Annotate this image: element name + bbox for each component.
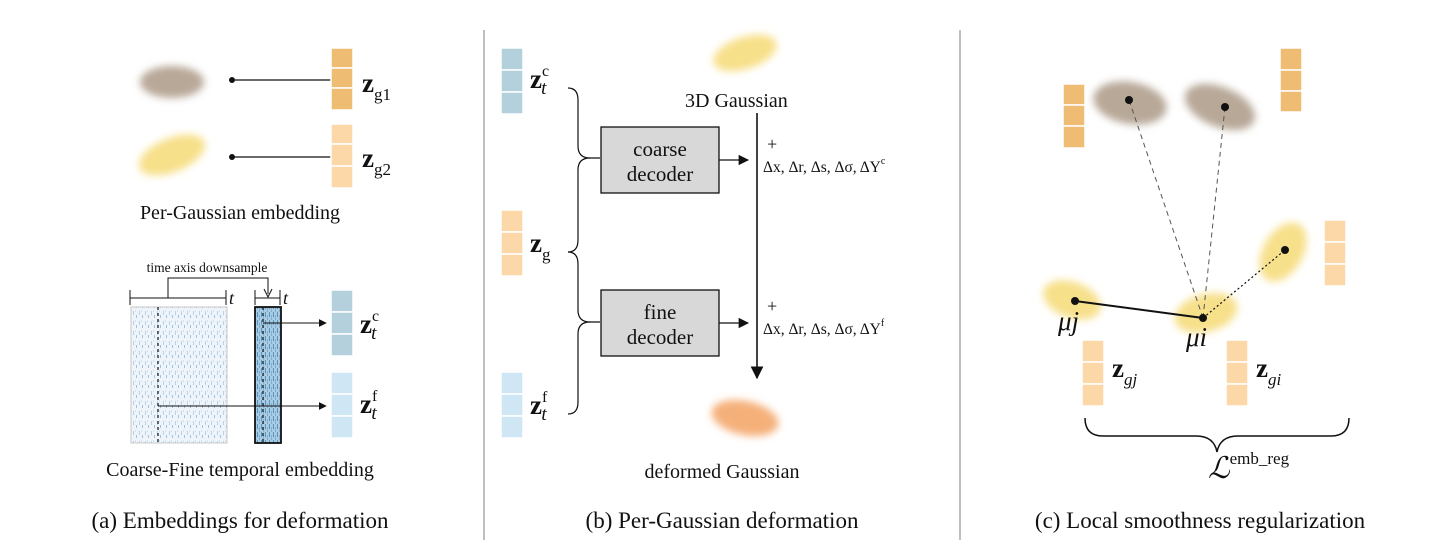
fine-decoder-line1: fine (644, 300, 677, 324)
z-t-coarse-t: t (371, 323, 377, 344)
z-gj-label: zgj (1112, 353, 1137, 389)
embedding-b-zt-coarse (500, 47, 524, 115)
temporal-label: Coarse-Fine temporal embedding (106, 459, 374, 481)
center-2 (1221, 103, 1229, 111)
embedding-c-top-right (1279, 47, 1303, 113)
fine-decoder-line2: decoder (627, 325, 693, 349)
brace-fine-bottom (567, 321, 591, 415)
brace-coarse-top (567, 87, 600, 159)
z-g2-label: zg2 (362, 143, 391, 179)
caption-a: (a) Embeddings for deformation (92, 508, 389, 533)
center-i (1199, 314, 1207, 322)
coarse-decoder-line1: coarse (633, 137, 687, 161)
z-g2-sub: g2 (374, 160, 391, 179)
coarse-delta: Δx, Δr, Δs, Δσ, ΔY (763, 159, 881, 176)
coarse-decoder-line2: decoder (627, 162, 693, 186)
caption-b: (b) Per-Gaussian deformation (586, 508, 859, 533)
center-1 (1125, 96, 1133, 104)
caption-c: (c) Local smoothness regularization (1035, 508, 1366, 533)
mu-i-label: μi (1185, 322, 1207, 352)
center-3 (1281, 246, 1289, 254)
b-z-g-sub: g (542, 245, 551, 264)
center-j (1071, 297, 1079, 305)
coarse-decoder-box (600, 126, 720, 194)
deformed-gaussian-ellipse (711, 399, 779, 437)
b-z-t-coarse-sup: c (542, 63, 549, 80)
embedding-g2 (330, 123, 354, 189)
deformed-label: deformed Gaussian (645, 461, 800, 483)
mu-j-label: μj (1057, 306, 1079, 336)
embedding-g1 (330, 47, 354, 111)
full-time-embedding-grid (130, 306, 228, 444)
z-g1-sub: g1 (374, 85, 391, 104)
embedding-zt-coarse (330, 289, 354, 357)
z-gj-sub: gj (1124, 370, 1138, 389)
gaussian-label: 3D Gaussian (685, 90, 788, 112)
brace-coarse-bottom (567, 157, 591, 253)
embedding-c-top-left (1062, 83, 1086, 149)
fine-delta: Δx, Δr, Δs, Δσ, ΔY (763, 321, 881, 338)
fine-delta-sup: f (881, 318, 885, 329)
gaussian-3d-ellipse (713, 34, 777, 72)
embedding-b-zg (500, 209, 524, 277)
dashed-link-1 (1128, 99, 1204, 319)
loss-label: ℒemb_reg (1208, 449, 1290, 485)
b-z-t-coarse-t: t (541, 78, 547, 99)
loss-sup: emb_reg (1230, 449, 1290, 468)
solid-link-ij (1074, 300, 1204, 319)
t-label-2: t (283, 288, 289, 308)
time-axis-label: time axis downsample (147, 260, 268, 275)
coarse-delta-text: Δx, Δr, Δs, Δσ, ΔYc (763, 156, 886, 176)
t-label-1: t (229, 288, 235, 308)
b-z-t-fine-t: t (541, 404, 547, 425)
loss-brace (1084, 417, 1350, 453)
mu-j: μj (1057, 306, 1079, 336)
z-t-fine-sup: f (372, 388, 378, 405)
mu-i: μi (1185, 322, 1207, 352)
embedding-b-zt-fine (500, 371, 524, 439)
downsampled-embedding-grid (254, 306, 282, 444)
b-z-t-fine-sup: f (542, 389, 548, 406)
gaussian-1-ellipse (140, 66, 204, 98)
dashed-link-2 (1202, 106, 1226, 319)
fine-decoder-box (600, 289, 720, 357)
z-gi-sub: gi (1268, 370, 1282, 389)
gaussian-2-ellipse (138, 134, 206, 176)
z-t-coarse-sup: c (372, 308, 379, 325)
downsample-bracket (167, 277, 269, 298)
b-z-g-label: zg (530, 228, 551, 264)
panel-a: zg1 zg2 Per-Gaussian embedding time axis… (92, 47, 391, 533)
per-gaussian-label: Per-Gaussian embedding (140, 202, 340, 224)
brace-fine-top (567, 251, 600, 323)
panel-c: μj μi zgj zgi ℒemb_reg (c) Local smoothn… (1035, 47, 1366, 533)
coarse-plus: + (767, 134, 777, 154)
embedding-zt-fine (330, 371, 354, 439)
coarse-delta-sup: c (881, 156, 886, 167)
fine-plus: + (767, 296, 777, 316)
z-g1-label: zg1 (362, 68, 391, 104)
z-gi-label: zgi (1256, 353, 1281, 389)
neighbor-gaussian-2 (1184, 83, 1256, 131)
embedding-c-zgj (1081, 339, 1105, 407)
embedding-c-zgi (1225, 339, 1249, 407)
z-t-fine-t: t (371, 403, 377, 424)
fine-delta-text: Δx, Δr, Δs, Δσ, ΔYf (763, 318, 885, 338)
embedding-c-right (1323, 219, 1347, 287)
